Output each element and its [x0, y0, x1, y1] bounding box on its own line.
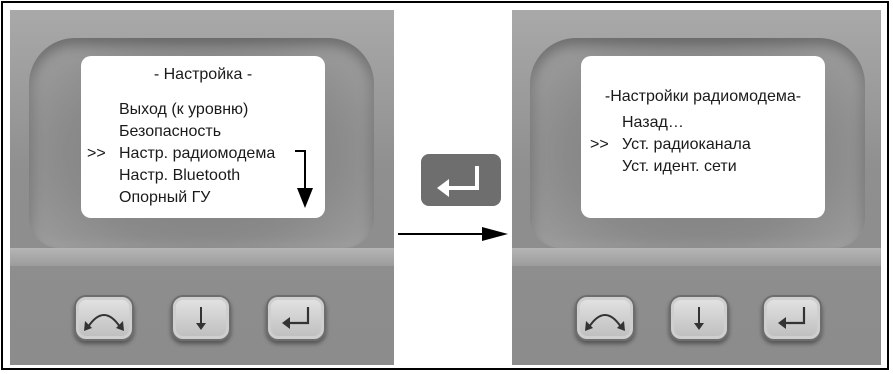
menu-item-back[interactable]: Назад… [622, 114, 684, 131]
menu-item-radio-modem[interactable]: Настр. радиомодема [119, 145, 276, 162]
menu-item-bluetooth[interactable]: Настр. Bluetooth [119, 167, 241, 184]
menu-item-network-id[interactable]: Уст. идент. сети [622, 158, 737, 175]
screen-title: -Настройки радиомодема- [604, 88, 802, 105]
device-ledge [10, 248, 394, 266]
menu-item-reference[interactable]: Опорный ГУ [119, 189, 211, 206]
lcd-screen-right: -Настройки радиомодема- Назад… >> Уст. р… [581, 56, 825, 218]
down-arrow-icon [694, 307, 704, 330]
device-ledge [512, 248, 881, 266]
curved-arrows-icon [585, 314, 625, 331]
enter-key-indicator [421, 154, 501, 206]
selection-marker: >> [87, 145, 106, 162]
enter-key[interactable] [266, 295, 326, 341]
device-right: -Настройки радиомодема- Назад… >> Уст. р… [512, 10, 881, 365]
scroll-key[interactable] [669, 295, 729, 341]
enter-arrow-icon [778, 307, 806, 329]
enter-key[interactable] [762, 295, 822, 341]
menu-item-exit[interactable]: Выход (к уровню) [119, 101, 249, 118]
down-arrow-icon [196, 307, 206, 330]
scroll-key[interactable] [171, 295, 231, 341]
menu-item-radio-channel[interactable]: Уст. радиоканала [622, 136, 751, 153]
device-left: - Настройка - Выход (к уровню) Безопасно… [10, 10, 394, 365]
function-key[interactable] [575, 295, 635, 341]
right-arrow-icon [398, 227, 508, 241]
screen-title: - Настройка - [153, 66, 253, 83]
enter-arrow-icon [282, 307, 310, 329]
selection-marker: >> [590, 136, 609, 153]
scroll-down-icon [295, 150, 313, 208]
enter-arrow-icon [437, 166, 479, 197]
function-key[interactable] [74, 295, 134, 341]
curved-arrows-icon [84, 314, 124, 331]
lcd-screen-left: - Настройка - Выход (к уровню) Безопасно… [81, 56, 325, 218]
menu-item-security[interactable]: Безопасность [119, 123, 222, 140]
